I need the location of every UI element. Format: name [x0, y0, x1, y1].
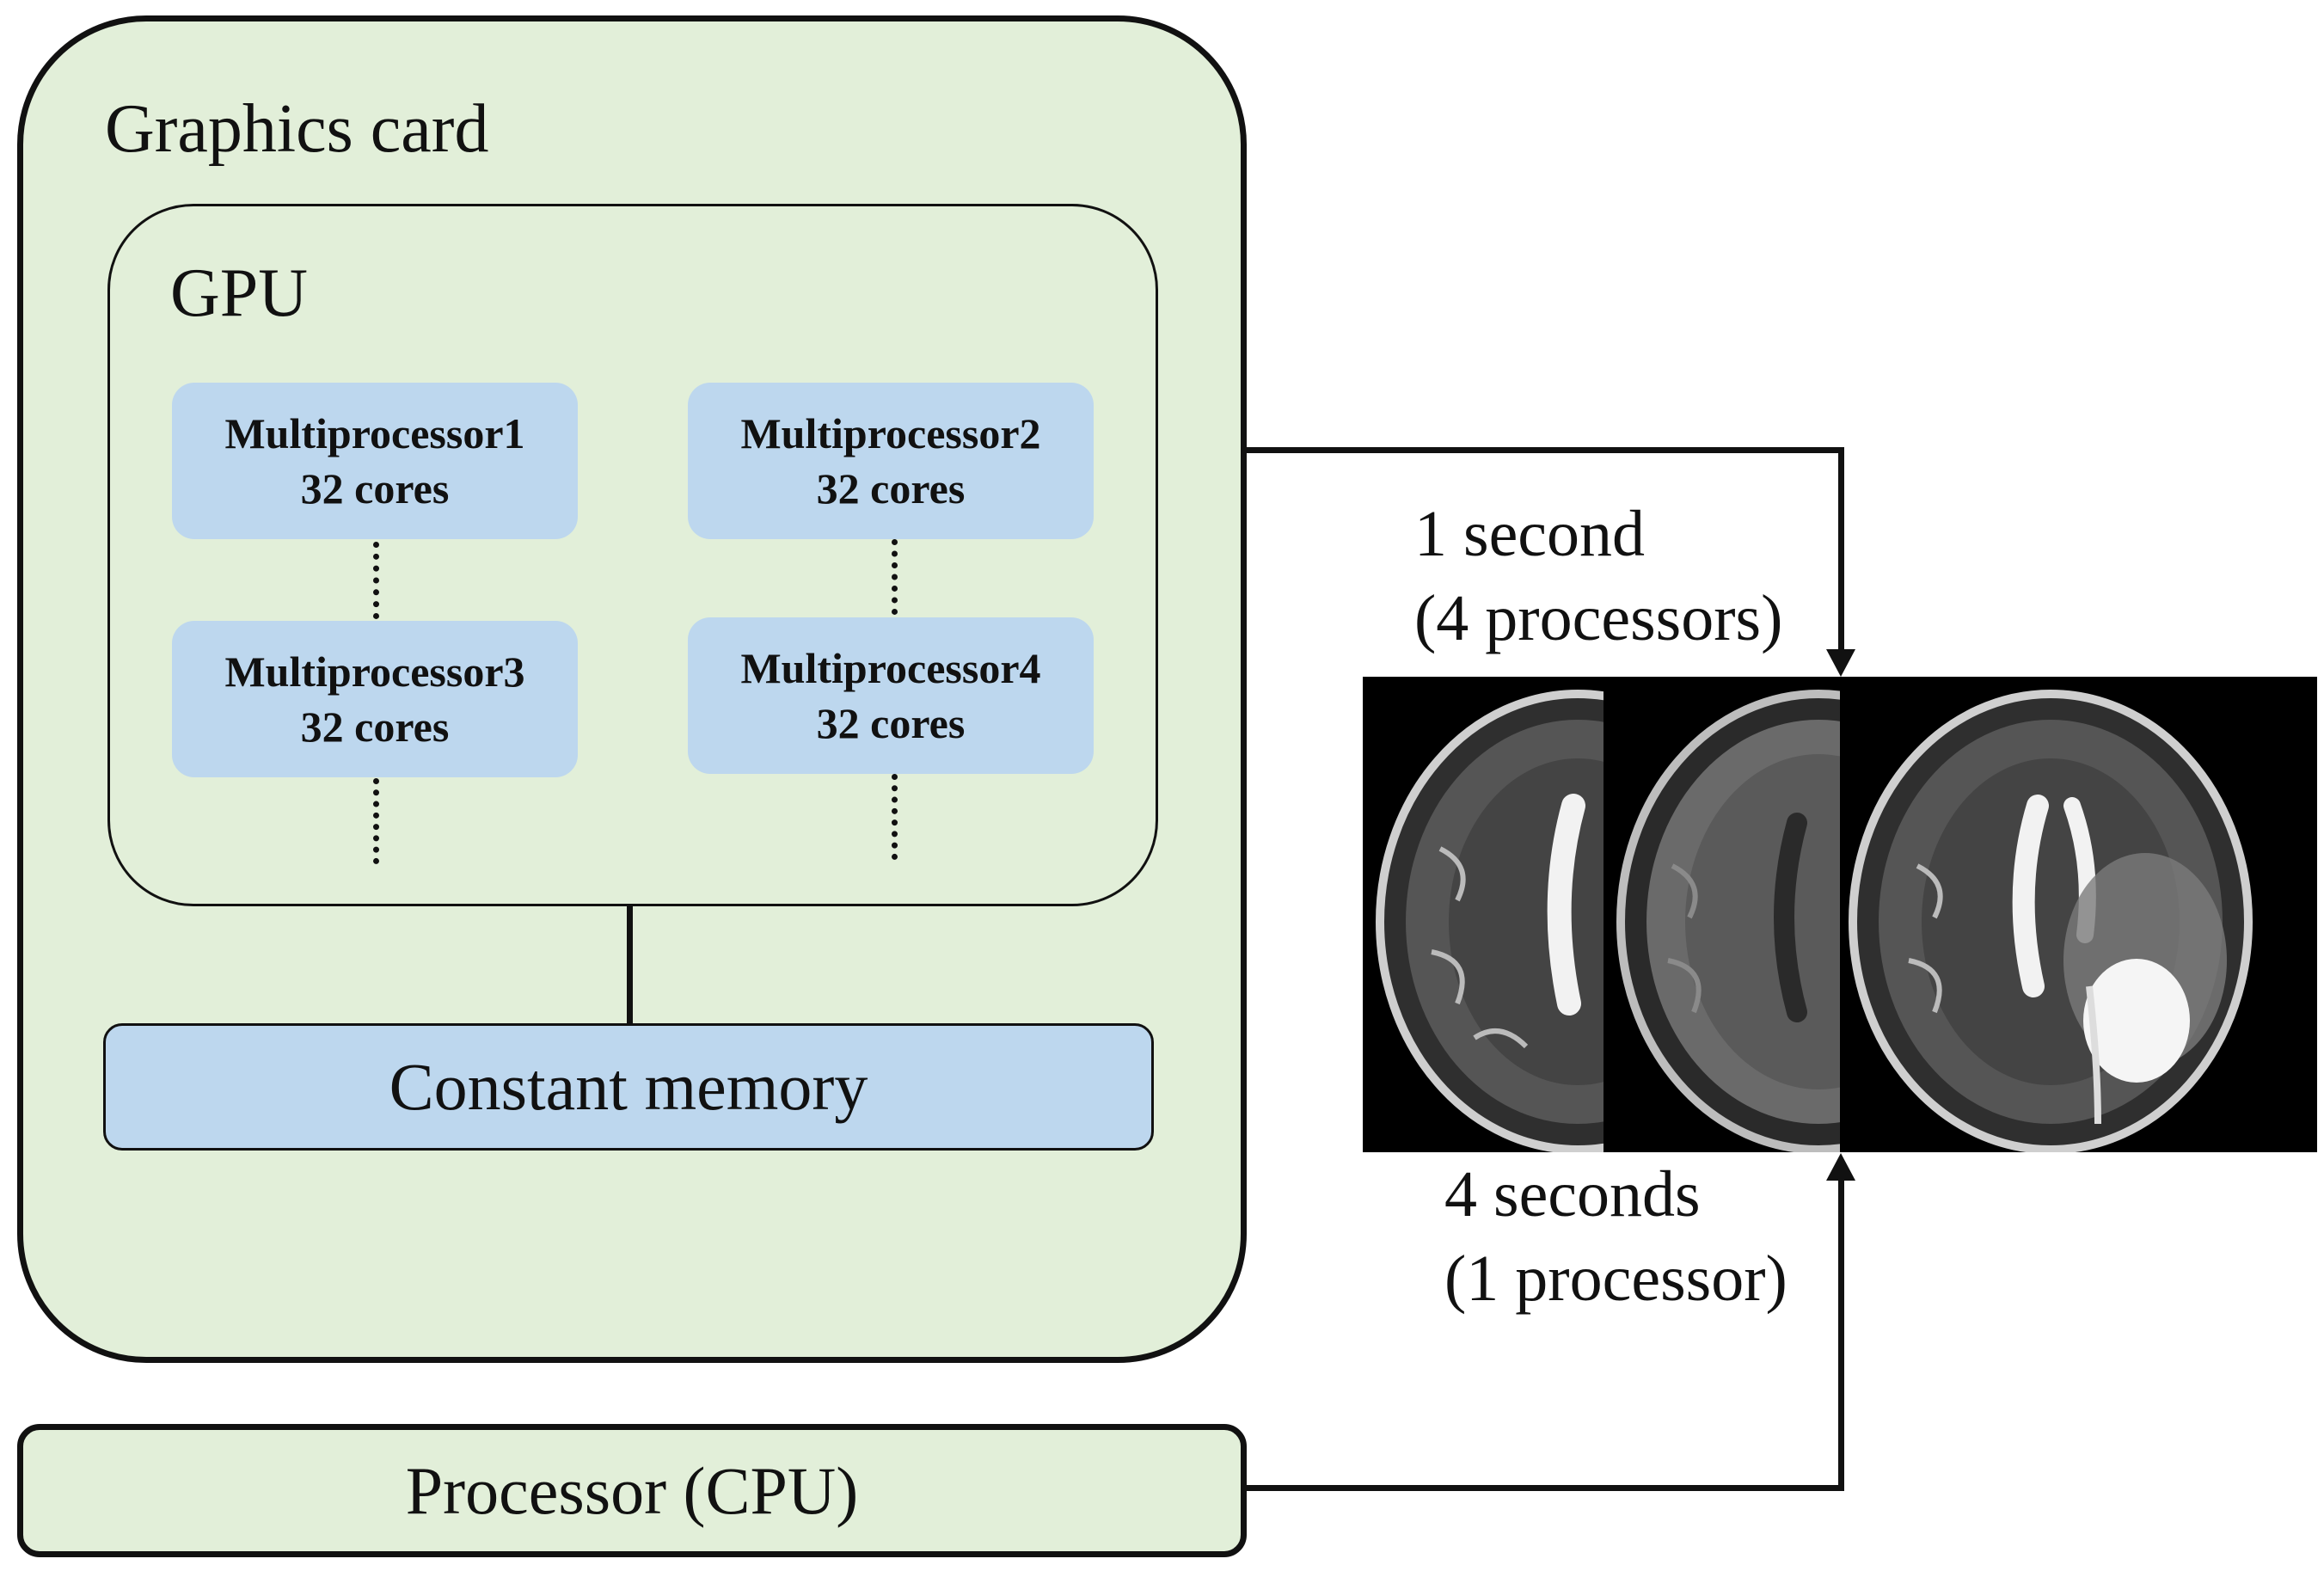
multiprocessor-name: Multiprocessor1 [224, 409, 525, 457]
brain-scan-icon [1376, 690, 1603, 1152]
multiprocessor-cores: 32 cores [300, 464, 450, 512]
gpu-title: GPU [170, 255, 309, 331]
brain-scan-icon [1849, 690, 2253, 1152]
gpu-memory-link [627, 905, 633, 1023]
arrow-up-icon [1826, 1153, 1855, 1181]
cpu-connector-vertical [1838, 1180, 1844, 1491]
constant-memory-label: Constant memory [389, 1049, 868, 1124]
cpu-timing-time: 4 seconds [1444, 1158, 1701, 1230]
multiprocessor-4: Multiprocessor4 32 cores [688, 617, 1094, 774]
multiprocessor-name: Multiprocessor4 [740, 644, 1041, 692]
multiprocessor-cores: 32 cores [300, 703, 450, 751]
cpu-block: Processor (CPU) [17, 1424, 1247, 1557]
multiprocessor-name: Multiprocessor3 [224, 647, 525, 696]
arrow-down-icon [1826, 649, 1855, 677]
graphics-card-title: Graphics card [105, 91, 489, 167]
mri-scan-right [1840, 677, 2317, 1152]
brain-scan-icon [1616, 690, 1840, 1152]
multiprocessor-2: Multiprocessor2 32 cores [688, 383, 1094, 539]
dotted-continuation [373, 778, 379, 864]
cpu-timing-label: 4 seconds (1 processor) [1444, 1152, 1787, 1321]
dotted-continuation [892, 774, 898, 860]
multiprocessor-cores: 32 cores [816, 699, 966, 747]
gpu-connector-horizontal [1247, 447, 1844, 453]
gpu-timing-time: 1 second [1414, 498, 1646, 570]
multiprocessor-1: Multiprocessor1 32 cores [172, 383, 578, 539]
gpu-timing-processors: (4 processors) [1414, 582, 1783, 654]
gpu-timing-label: 1 second (4 processors) [1414, 492, 1782, 660]
multiprocessor-name: Multiprocessor2 [740, 409, 1041, 457]
dotted-connector [373, 542, 379, 619]
mri-scan-middle [1603, 677, 1840, 1152]
gpu-connector-vertical [1838, 447, 1844, 651]
multiprocessor-3: Multiprocessor3 32 cores [172, 621, 578, 777]
dotted-connector [892, 539, 898, 615]
cpu-timing-processors: (1 processor) [1444, 1243, 1787, 1315]
mri-scan-left [1363, 677, 1603, 1152]
gpu-box [107, 204, 1158, 906]
multiprocessor-cores: 32 cores [816, 464, 966, 512]
cpu-connector-horizontal [1247, 1485, 1844, 1491]
cpu-label: Processor (CPU) [405, 1452, 859, 1528]
constant-memory-block: Constant memory [103, 1023, 1154, 1151]
